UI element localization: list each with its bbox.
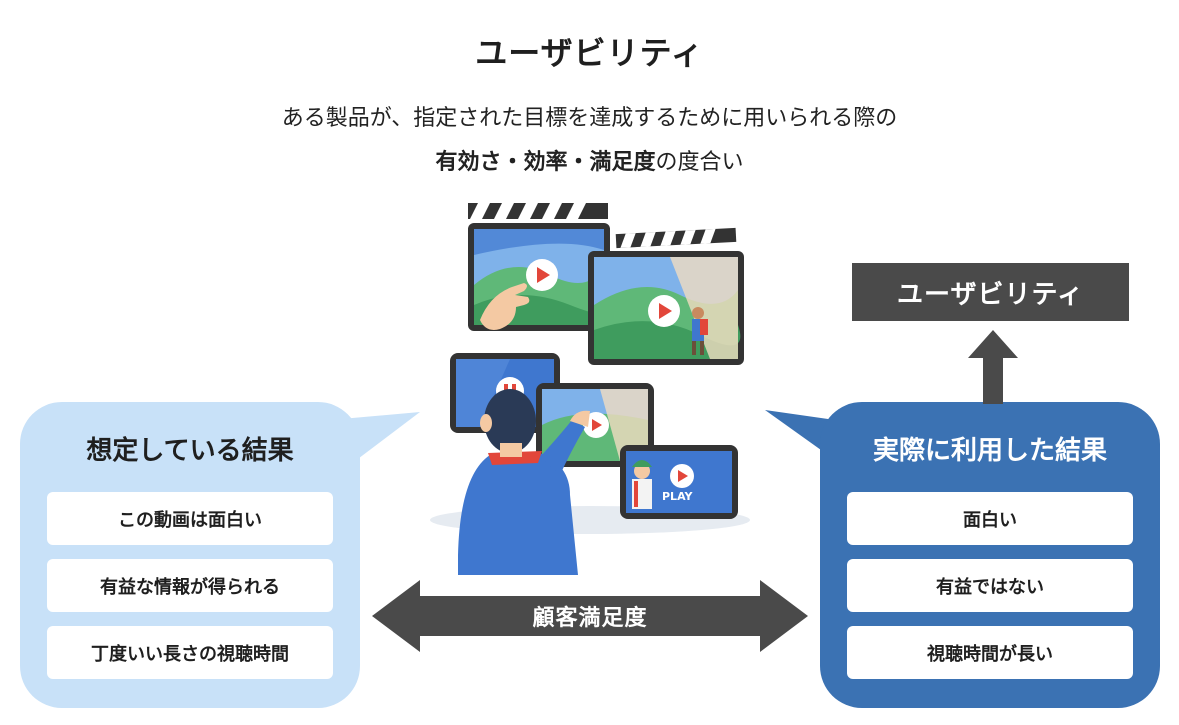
person [458, 389, 590, 575]
usability-box: ユーザビリティ [852, 263, 1129, 321]
page-title: ユーザビリティ [475, 34, 704, 72]
expected-item: この動画は面白い [47, 492, 333, 545]
clapperboard-1 [468, 203, 610, 331]
double-arrow-icon [372, 580, 808, 652]
definition-line-2: 有効さ・効率・満足度の度合い [0, 144, 1179, 176]
actual-item: 視聴時間が長い [847, 626, 1133, 679]
customer-satisfaction-label: 顧客満足度 [532, 606, 648, 631]
tablet-play: PLAY [620, 445, 738, 519]
up-arrow-icon [968, 330, 1018, 404]
expected-result-heading: 想定している結果 [86, 436, 294, 466]
play-label: PLAY [662, 490, 694, 503]
expected-item: 丁度いい長さの視聴時間 [47, 626, 333, 679]
actual-item: 有益ではない [847, 559, 1133, 612]
actual-item: 面白い [847, 492, 1133, 545]
actual-result-heading: 実際に利用した結果 [872, 436, 1107, 466]
clapperboard-2 [588, 227, 744, 365]
video-illustration: PLAY [430, 203, 750, 575]
expected-item: 有益な情報が得られる [47, 559, 333, 612]
expected-result-bubble: 想定している結果 この動画は面白い 有益な情報が得られる 丁度いい長さの視聴時間 [20, 402, 360, 708]
definition-emphasis: 有効さ・効率・満足度 [435, 150, 656, 175]
definition-line-1: ある製品が、指定された目標を達成するために用いられる際の [281, 106, 898, 131]
actual-result-bubble: 実際に利用した結果 面白い 有益ではない 視聴時間が長い [820, 402, 1160, 708]
definition-tail: の度合い [655, 150, 744, 175]
